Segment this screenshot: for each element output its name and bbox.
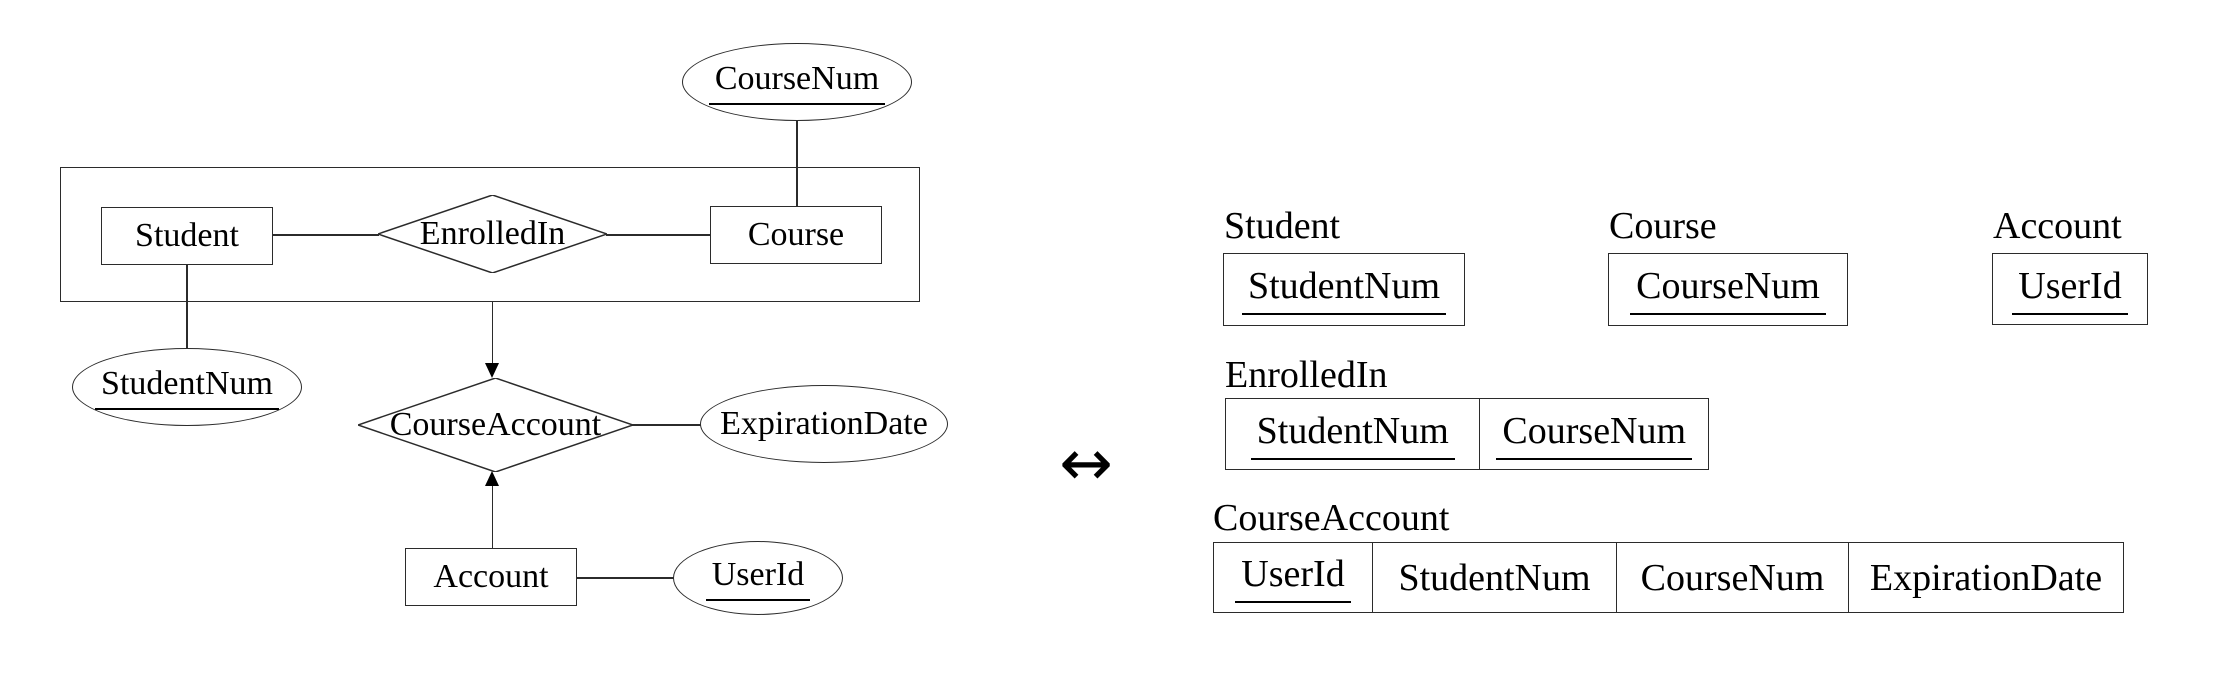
enrolledin-diamond-shape — [378, 195, 607, 273]
schema-courseaccount-col-expirationdate: ExpirationDate — [1848, 543, 2123, 612]
line-account-userid — [576, 577, 674, 579]
attribute-studentnum: StudentNum — [72, 348, 302, 426]
schema-course-table: CourseNum — [1608, 253, 1848, 326]
schema-enrolledin-col-studentnum-label: StudentNum — [1250, 409, 1455, 460]
relationship-enrolledin-label: EnrolledIn — [419, 215, 566, 252]
relationship-courseaccount: CourseAccount — [358, 378, 633, 472]
courseaccount-diamond-shape — [358, 378, 633, 472]
attribute-userid-label: UserId — [705, 556, 811, 601]
entity-course: Course — [710, 206, 882, 264]
schema-account-col-userid-label: UserId — [2012, 264, 2128, 315]
schema-account-col-userid: UserId — [1993, 254, 2147, 324]
schema-student-col-studentnum: StudentNum — [1224, 254, 1464, 325]
entity-student-label: Student — [135, 217, 239, 254]
schema-enrolledin-col-coursenum: CourseNum — [1479, 399, 1708, 469]
schema-course-col-coursenum-label: CourseNum — [1630, 264, 1826, 315]
aggregation-box — [60, 167, 920, 302]
relationship-courseaccount-label: CourseAccount — [389, 406, 602, 443]
line-courseaccount-expirationdate — [632, 424, 701, 426]
entity-account-label: Account — [433, 558, 549, 595]
entity-student: Student — [101, 207, 273, 265]
line-aggregation-courseaccount — [491, 301, 493, 367]
attribute-userid: UserId — [673, 541, 843, 615]
schema-courseaccount-col-coursenum-label: CourseNum — [1640, 556, 1825, 599]
schema-course-col-coursenum: CourseNum — [1609, 254, 1847, 325]
bidirectional-mapping-arrow: ↔ — [1059, 427, 1113, 501]
attribute-studentnum-label: StudentNum — [95, 365, 279, 410]
entity-course-label: Course — [747, 216, 845, 253]
attribute-expirationdate: ExpirationDate — [700, 385, 948, 463]
schema-courseaccount-col-userid: UserId — [1214, 543, 1372, 612]
arrowhead-into-courseaccount-bottom — [485, 471, 499, 486]
schema-enrolledin-table: StudentNum CourseNum — [1225, 398, 1709, 470]
schema-student-col-studentnum-label: StudentNum — [1241, 264, 1447, 315]
attribute-coursenum-label: CourseNum — [708, 60, 886, 105]
schema-enrolledin-title: EnrolledIn — [1225, 354, 1388, 396]
schema-courseaccount-col-coursenum: CourseNum — [1616, 543, 1848, 612]
attribute-coursenum: CourseNum — [682, 43, 912, 121]
line-enrolledin-course — [606, 234, 711, 236]
schema-enrolledin-col-studentnum: StudentNum — [1226, 399, 1479, 469]
schema-courseaccount-col-studentnum-label: StudentNum — [1398, 556, 1591, 599]
entity-account: Account — [405, 548, 577, 606]
schema-courseaccount-col-expirationdate-label: ExpirationDate — [1869, 556, 2103, 599]
relationship-enrolledin: EnrolledIn — [378, 195, 607, 273]
schema-courseaccount-col-studentnum: StudentNum — [1372, 543, 1616, 612]
line-account-courseaccount — [491, 484, 493, 549]
schema-enrolledin-col-coursenum-label: CourseNum — [1496, 409, 1693, 460]
schema-account-table: UserId — [1992, 253, 2148, 325]
line-student-studentnum — [186, 263, 188, 349]
schema-course-title: Course — [1609, 205, 1717, 247]
schema-account-title: Account — [1993, 205, 2122, 247]
line-student-enrolledin — [272, 234, 379, 236]
schema-courseaccount-table: UserId StudentNum CourseNum ExpirationDa… — [1213, 542, 2124, 613]
schema-student-table: StudentNum — [1223, 253, 1465, 326]
schema-courseaccount-col-userid-label: UserId — [1235, 552, 1351, 603]
arrowhead-into-courseaccount-top — [485, 363, 499, 378]
attribute-expirationdate-label: ExpirationDate — [720, 405, 928, 442]
line-coursenum-course — [796, 120, 798, 207]
schema-student-title: Student — [1224, 205, 1341, 247]
schema-courseaccount-title: CourseAccount — [1213, 497, 1450, 539]
